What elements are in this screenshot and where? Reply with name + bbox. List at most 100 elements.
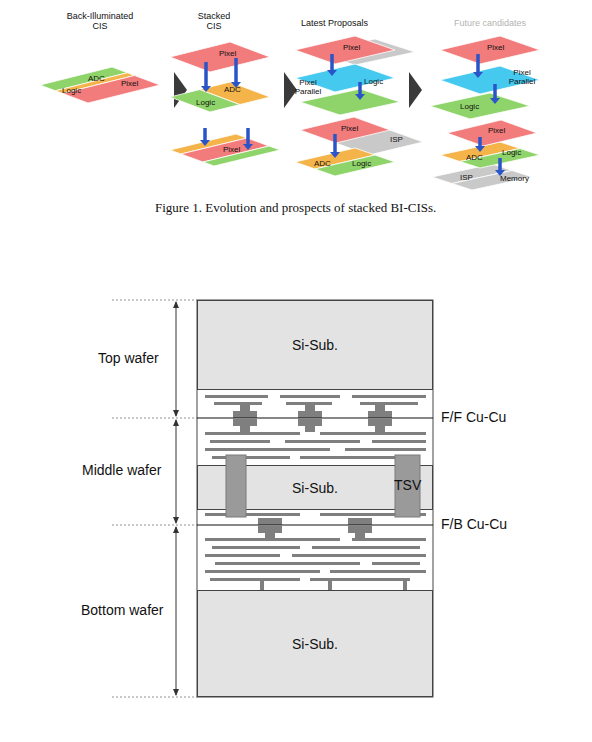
layer-plate — [440, 36, 540, 64]
transfer-arrowhead — [490, 98, 500, 104]
transfer-arrow — [478, 137, 482, 147]
dimension-line — [176, 302, 177, 416]
metal-line — [258, 518, 282, 525]
dimension-line — [176, 527, 177, 695]
figure-caption: Figure 1. Evolution and prospects of sta… — [155, 200, 436, 216]
metal-line — [328, 581, 332, 590]
tsv-pillar — [226, 455, 246, 517]
metal-line — [298, 411, 322, 418]
metal-line — [205, 554, 280, 557]
layer-plate — [430, 93, 530, 119]
transfer-arrowhead — [330, 152, 340, 158]
dimension-arrowhead — [173, 517, 179, 524]
wafer-label: F/B Cu-Cu — [441, 517, 507, 532]
metal-line — [214, 402, 262, 405]
dimension-arrowhead — [173, 526, 179, 533]
metal-line — [345, 448, 426, 451]
transfer-arrowhead — [473, 72, 483, 78]
transfer-arrowhead — [200, 140, 210, 146]
layer-label: ISP — [390, 136, 403, 145]
layer-label: Pixel Parallel — [508, 69, 536, 87]
metal-line — [312, 546, 420, 549]
metal-line — [352, 538, 426, 541]
dimension-arrowhead — [173, 419, 179, 426]
metal-line — [205, 513, 300, 516]
metal-line — [330, 570, 426, 573]
metal-line — [320, 513, 426, 516]
column-heading: Future candidates — [454, 19, 526, 29]
metal-line — [403, 581, 407, 590]
layer-plate — [447, 120, 537, 146]
layer-label: Logic — [196, 99, 215, 108]
stack-outline — [197, 300, 433, 697]
metal-line — [305, 405, 315, 412]
metal-line — [260, 581, 264, 590]
substrate-layer: Si-Sub. — [197, 300, 433, 390]
layer-label: Pixel Parallel — [294, 79, 322, 97]
layer-label: ADC — [314, 160, 331, 169]
layer-label: ADC — [224, 86, 241, 95]
transfer-arrow — [330, 54, 334, 71]
metal-line — [298, 419, 322, 426]
transfer-arrowhead — [243, 144, 253, 150]
transfer-arrow — [333, 134, 337, 153]
metal-line — [285, 440, 360, 443]
column-heading: Back-Illuminated CIS — [65, 12, 135, 32]
layer-plate — [440, 66, 540, 94]
layer-plate — [170, 42, 270, 72]
layer-label: ADC — [88, 75, 105, 84]
metal-line — [205, 432, 300, 435]
layer-label: ISP — [460, 174, 473, 183]
substrate-text: Si-Sub. — [292, 337, 338, 353]
transfer-arrowhead — [355, 94, 365, 100]
dimension-arrowhead — [173, 689, 179, 696]
layer-label: Logic — [352, 160, 371, 169]
transfer-arrowhead — [475, 146, 485, 152]
metal-line — [352, 395, 426, 398]
substrate-text: Si-Sub. — [292, 636, 338, 652]
transfer-arrow — [476, 54, 480, 73]
metal-line — [368, 419, 392, 426]
bond-interface — [197, 417, 433, 418]
metal-line — [372, 562, 420, 565]
metal-line — [215, 562, 360, 565]
metal-line — [355, 533, 365, 538]
layer-label: Logic — [460, 103, 479, 112]
extension-line — [112, 697, 197, 698]
metal-line — [205, 448, 330, 451]
metal-line — [233, 419, 257, 426]
metal-line — [286, 402, 332, 405]
wafer-label: TSV — [394, 478, 421, 493]
extension-line — [112, 525, 197, 526]
layer-label: Logic — [364, 78, 383, 87]
transfer-arrow — [498, 158, 502, 171]
metal-line — [360, 402, 418, 405]
metal-line — [205, 395, 268, 398]
metal-line — [300, 456, 420, 459]
metal-line — [348, 526, 372, 533]
layer-label: Pixel — [341, 125, 358, 134]
metal-line — [240, 405, 250, 412]
metal-line — [372, 440, 426, 443]
column-heading: Stacked CIS — [194, 12, 234, 32]
metal-line — [305, 426, 315, 432]
layer-label: Memory — [500, 175, 529, 184]
wafer-label: F/F Cu-Cu — [441, 410, 506, 425]
wafer-label: Top wafer — [98, 351, 159, 366]
wafer-label: Middle wafer — [82, 463, 161, 478]
metal-line — [240, 426, 250, 432]
layer-label: Pixel — [487, 44, 504, 53]
layer-plate — [315, 155, 395, 176]
layer-label: Logic — [62, 87, 81, 96]
transfer-arrow — [204, 62, 208, 87]
metal-line — [320, 432, 426, 435]
metal-line — [210, 440, 270, 443]
layer-plate — [452, 171, 532, 191]
layer-label: ADC — [466, 154, 483, 163]
substrate-layer: Si-Sub. — [197, 590, 433, 697]
metal-line — [348, 518, 372, 525]
transfer-arrow — [234, 58, 238, 83]
metal-line — [292, 554, 426, 557]
substrate-text: Si-Sub. — [292, 480, 338, 496]
